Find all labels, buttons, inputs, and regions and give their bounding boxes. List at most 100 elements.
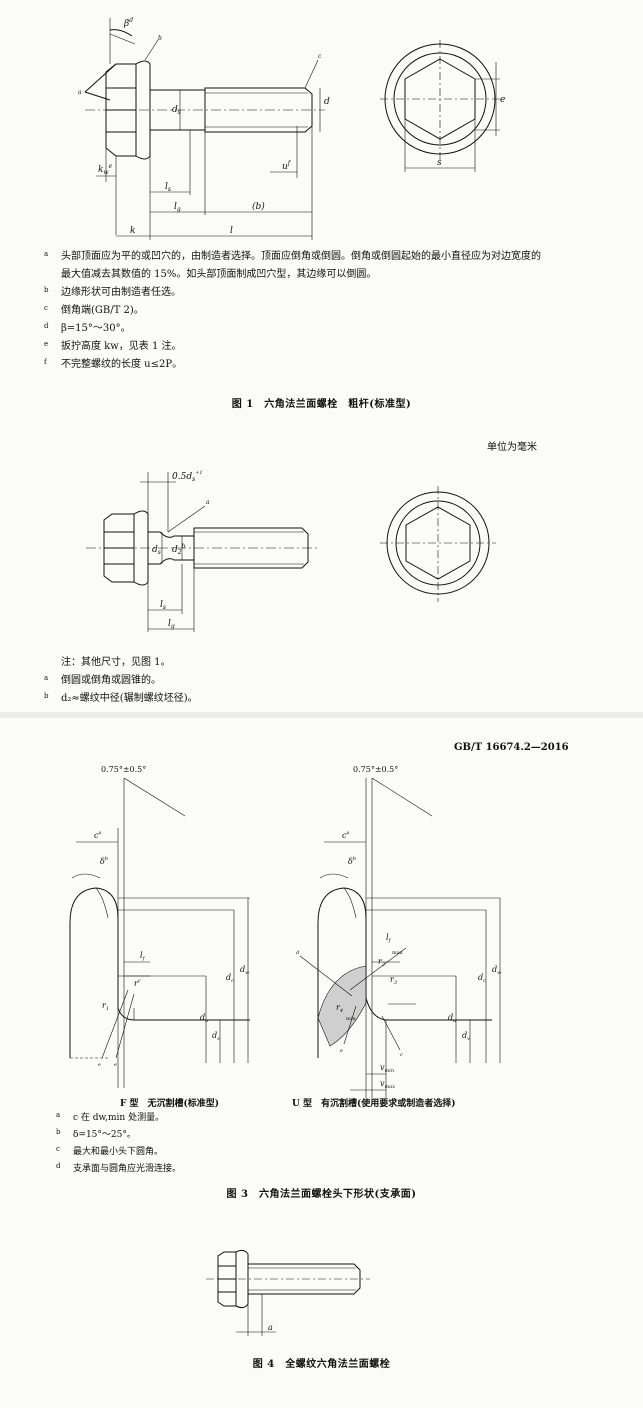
label-beta: β — [123, 19, 129, 29]
label-vmax: v — [380, 1079, 385, 1088]
note-line: 支承面与圆角应光滑连接。 — [73, 1164, 182, 1174]
label-dw-left: d — [240, 965, 245, 974]
label-b-mark: b — [158, 35, 162, 42]
label-d2-sub: 2 — [177, 549, 182, 556]
label-vmin-sub: min — [385, 1068, 395, 1074]
unit-note: 单位为毫米 — [487, 442, 537, 453]
label-d-mark: d — [296, 950, 299, 956]
label-ls-sub: s — [168, 186, 171, 193]
svg-text:δb: δb — [348, 856, 356, 866]
svg-text:da: da — [448, 1013, 456, 1024]
svg-text:dv: dv — [462, 1031, 470, 1042]
label-lf-right: l — [386, 933, 389, 942]
label-lf-right-sub: f — [388, 938, 392, 944]
label-r3-sub: 3 — [394, 980, 397, 986]
angle-left: 0.75°±0.5° — [101, 765, 146, 774]
note-marker: a — [44, 250, 49, 258]
figure-2-drawing: 0.5ds+1 a ds d2b ls lg — [86, 470, 496, 632]
svg-text:lf: lf — [140, 951, 146, 962]
svg-text:lf: lf — [386, 933, 392, 944]
label-r1: r — [102, 1001, 107, 1010]
label-c-mark-right: c — [400, 1052, 403, 1058]
label-lg-sub: g — [177, 206, 181, 213]
angle-right: 0.75°±0.5° — [353, 765, 398, 774]
label-r4: r — [336, 1003, 341, 1012]
label-ls: l — [165, 182, 168, 192]
figure-4-caption: 图 4 全螺纹六角法兰面螺栓 — [252, 1359, 391, 1370]
note-line: 倒圆或倒角或圆锥的。 — [61, 675, 161, 686]
figure-3-drawing: 0.75°±0.5° 0.75°±0.5° ca ca δb δb lf lf … — [69, 765, 502, 1098]
label-s: s — [437, 158, 442, 168]
label-k: k — [130, 226, 135, 236]
note-marker: d — [44, 322, 49, 330]
label-delta-left-sup: b — [105, 856, 108, 862]
label-c-right: c — [342, 831, 347, 840]
note-marker: e — [44, 340, 49, 348]
note-marker: b — [44, 692, 49, 700]
note-line: c 在 dw,min 处测量。 — [73, 1113, 165, 1123]
note-marker: b — [56, 1128, 61, 1136]
svg-text:dw: dw — [492, 965, 502, 976]
note-marker: b — [44, 286, 49, 294]
note-line: 不完整螺纹的长度 u≤2P。 — [61, 359, 183, 370]
note-item: f 不完整螺纹的长度 u≤2P。 — [44, 356, 541, 374]
label-e: e — [500, 95, 505, 105]
svg-text:vmin: vmin — [380, 1063, 394, 1074]
note-line: β=15°～30°。 — [61, 323, 131, 334]
label-dv-sub: v — [467, 1036, 470, 1042]
label-b-length: (b) — [252, 201, 265, 212]
svg-text:r3: r3 — [390, 975, 397, 986]
svg-text:ca: ca — [94, 830, 101, 840]
note-marker: f — [44, 358, 47, 366]
label-dim-top-sup: +1 — [195, 470, 202, 476]
svg-text:ds: ds — [212, 1031, 220, 1042]
label-fig2-ls: l — [160, 600, 163, 610]
svg-text:δb: δb — [100, 856, 108, 866]
label-d2-sup: b — [182, 543, 186, 550]
label-min: min — [346, 1016, 356, 1022]
label-delta-left: δ — [100, 857, 105, 866]
note-line: 头部顶面应为平的或凹穴的，由制造者选择。顶面应倒角或倒圆。倒角或倒圆起始的最小直… — [61, 251, 541, 262]
svg-text:ls: ls — [165, 182, 171, 193]
note-marker: d — [56, 1162, 61, 1170]
svg-text:dc: dc — [478, 973, 486, 984]
label-kw-sub: w — [103, 169, 109, 176]
label-f-type: F 型 无沉割槽(标准型) — [120, 1099, 220, 1109]
note-marker: c — [44, 304, 48, 312]
label-lg: l — [174, 202, 177, 212]
svg-text:βd: βd — [123, 17, 133, 29]
figure-4-drawing: a — [206, 1249, 370, 1336]
svg-text:ds: ds — [152, 545, 161, 556]
label-fig4-a: a — [268, 1323, 273, 1332]
label-beta-sup: d — [129, 17, 133, 24]
note-line: 注：其他尺寸，见图 1。 — [61, 657, 171, 668]
label-dw-left-sub: w — [245, 970, 250, 976]
label-fig2-lg: l — [168, 619, 171, 629]
label-vmax-sub: max — [385, 1084, 396, 1090]
figure-1-drawing: βd b c a ds d kwe ls lg (b) l k uf e s — [78, 17, 505, 240]
label-e-mark-left: e — [98, 1062, 101, 1068]
svg-text:ls: ls — [160, 600, 166, 611]
label-fig2-ds-sub: s — [158, 549, 161, 556]
label-da-left-sub: a — [205, 1018, 208, 1024]
label-l: l — [230, 226, 233, 236]
label-dw-right-sub: w — [497, 970, 502, 976]
svg-text:uf: uf — [282, 160, 292, 172]
svg-text:lg: lg — [168, 619, 175, 630]
label-da-right: d — [448, 1013, 453, 1022]
svg-text:rc: rc — [134, 978, 141, 988]
document-page-2: GB/T 16674.2—2016 — [0, 718, 643, 1408]
label-vmin: v — [380, 1063, 385, 1072]
label-r1-sub: 1 — [106, 1006, 109, 1012]
svg-text:r1: r1 — [102, 1001, 109, 1012]
label-da-right-sub: a — [453, 1018, 456, 1024]
label-ds: d — [172, 105, 178, 115]
label-kw-sup: e — [109, 163, 113, 170]
label-r4-sub: 4 — [339, 1008, 343, 1014]
